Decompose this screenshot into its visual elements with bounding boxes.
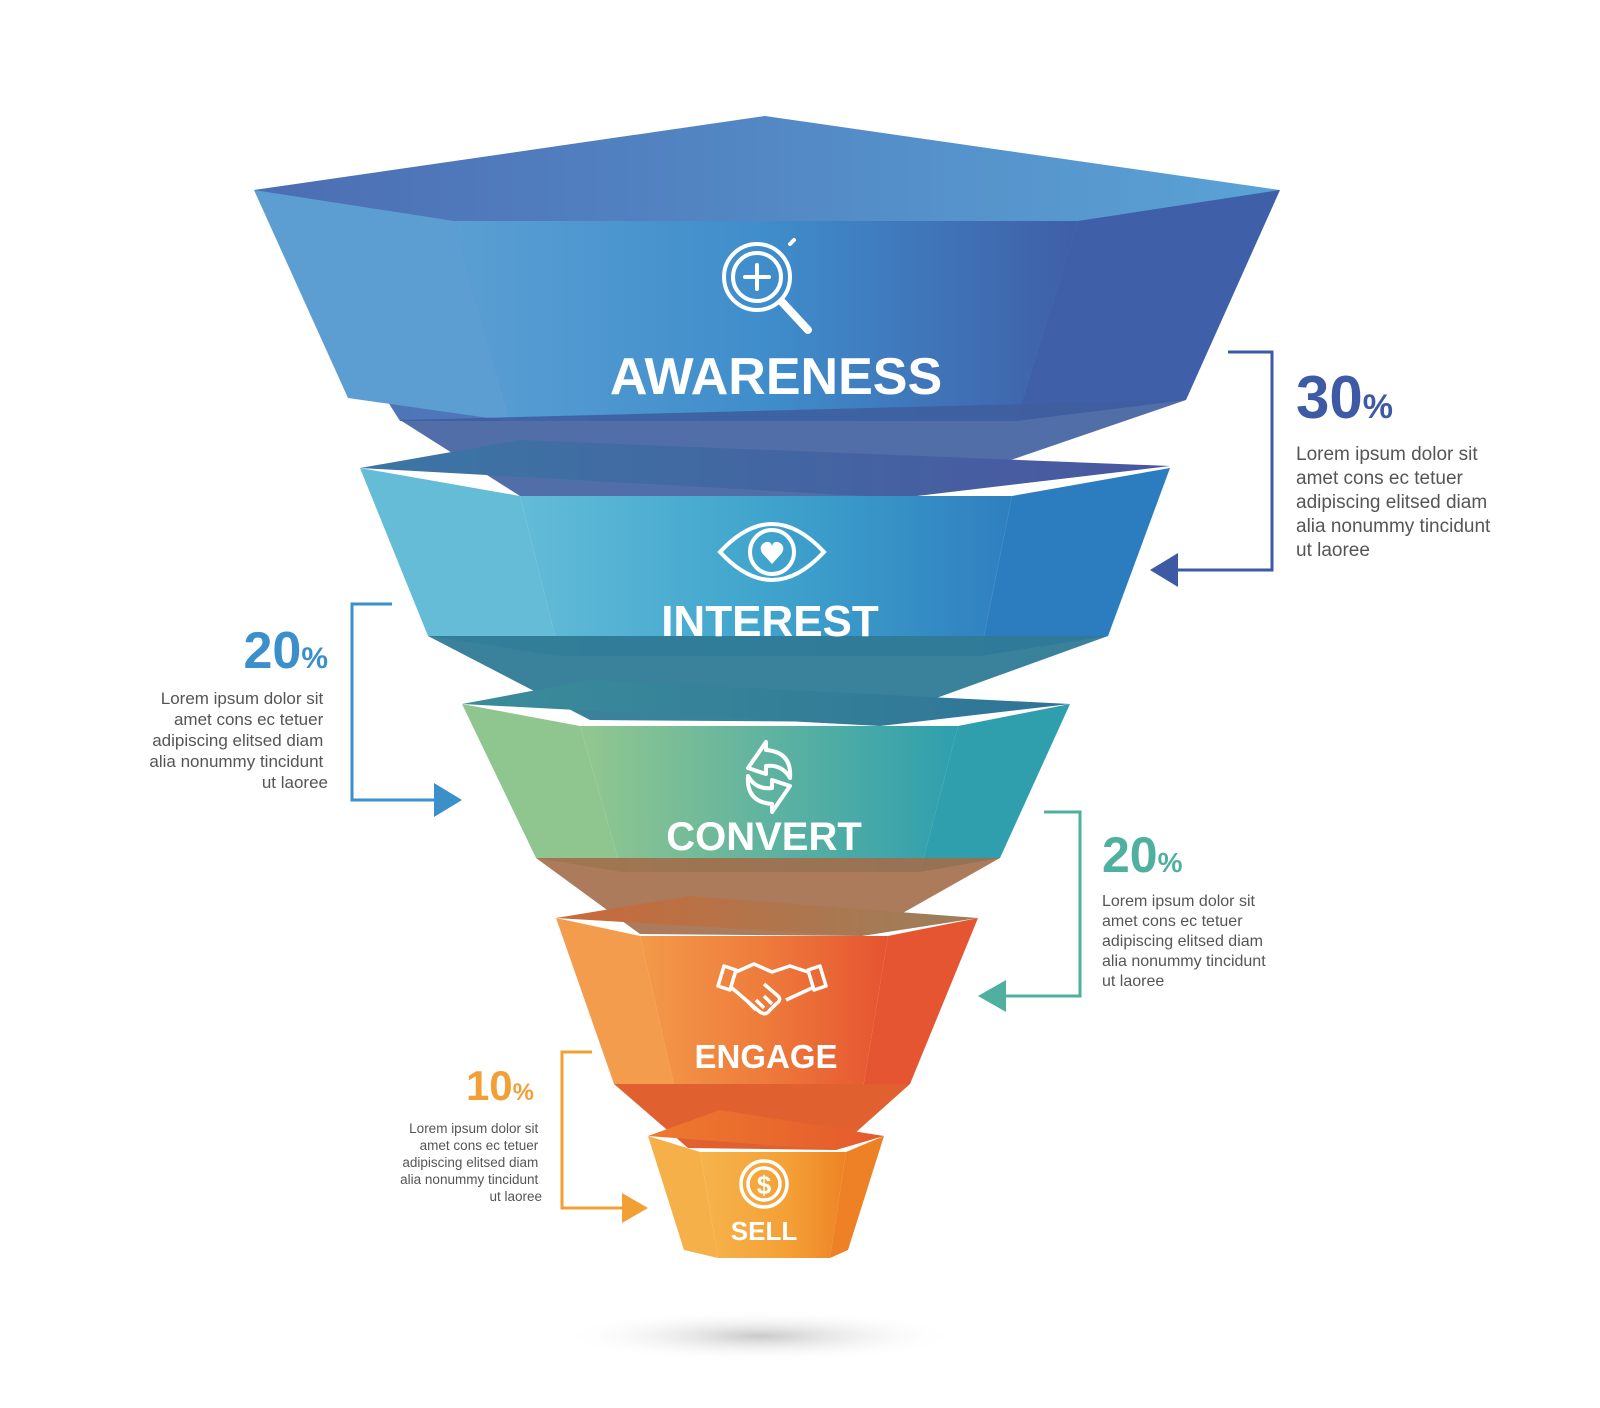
bracket-connector	[350, 602, 440, 802]
eye-heart-icon	[717, 522, 827, 582]
magnifier-plus-icon	[722, 238, 812, 334]
bracket-connector	[1000, 810, 1082, 998]
refresh-arrows-icon	[745, 740, 793, 814]
arrow-head	[978, 980, 1006, 1012]
callout-description: Lorem ipsum dolor sit amet cons ec tetue…	[1102, 893, 1270, 990]
callout-description: Lorem ipsum dolor sit amet cons ec tetue…	[1296, 444, 1496, 561]
callout-20-left: 20% Lorem ipsum dolor sit amet cons ec t…	[149, 602, 462, 817]
stage-label-sell: SELL	[731, 1216, 798, 1246]
stage-awareness	[254, 116, 1280, 498]
dollar-sign: $	[757, 1170, 772, 1200]
stage-label-convert: CONVERT	[666, 815, 862, 859]
percent-value: 30%	[1296, 364, 1393, 431]
arrow-head	[434, 783, 462, 817]
arrow-head	[1150, 553, 1178, 587]
callout-description: Lorem ipsum dolor sit amet cons ec tetue…	[400, 1121, 542, 1204]
callout-30: 30% Lorem ipsum dolor sit amet cons ec t…	[1150, 350, 1496, 587]
percent-value: 20%	[243, 622, 328, 680]
stage-convert	[462, 680, 1070, 936]
arrow-head	[622, 1193, 648, 1223]
handshake-icon	[716, 962, 828, 1016]
callout-description: Lorem ipsum dolor sit amet cons ec tetue…	[149, 689, 328, 792]
percent-value: 10%	[466, 1062, 534, 1109]
callout-10: 10% Lorem ipsum dolor sit amet cons ec t…	[400, 1050, 648, 1223]
bracket-connector	[1174, 350, 1274, 572]
percent-value: 20%	[1102, 827, 1183, 883]
stage-label-interest: INTEREST	[661, 597, 879, 646]
stage-label-awareness: AWARENESS	[610, 348, 942, 406]
stage-label-engage: ENGAGE	[694, 1038, 837, 1075]
callout-20-right: 20% Lorem ipsum dolor sit amet cons ec t…	[978, 810, 1270, 1012]
bracket-connector	[560, 1050, 626, 1210]
funnel-shadow	[560, 1310, 960, 1362]
dollar-coin-icon	[739, 1159, 789, 1209]
